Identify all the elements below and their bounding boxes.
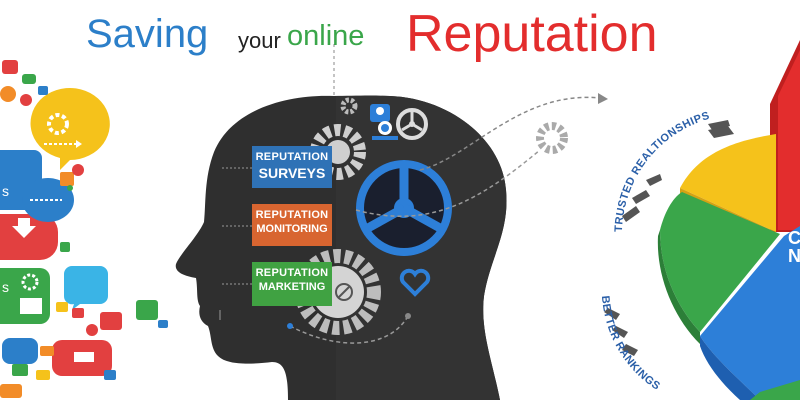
chat-bubble-icon [136, 300, 158, 320]
dashed-connector [289, 315, 409, 344]
tag-line2: SURVEYS [258, 165, 326, 181]
dashed-connector [419, 96, 601, 171]
chat-bubble-icon [30, 88, 110, 170]
steering-wheel-icon [356, 160, 452, 256]
page-title: Saving your online Reputation [0, 2, 800, 63]
gear-icon [536, 122, 568, 154]
gear-icon [340, 97, 358, 115]
chat-bubble-icon [36, 370, 50, 380]
chat-bubble-icon [38, 86, 48, 95]
svg-text:s: s [2, 183, 9, 199]
arrow-icon [12, 218, 36, 238]
arc-label-bottom: BETTER RANKINGS [599, 295, 662, 393]
heart-icon [399, 268, 431, 297]
chat-bubble-icon [104, 370, 116, 380]
chat-bubble-icon [56, 302, 68, 312]
chat-bubble-icon [0, 214, 58, 260]
tag-line1: REPUTATION [255, 151, 329, 163]
pie-chart [657, 40, 800, 400]
chat-bubble-icon [20, 94, 32, 106]
chat-bubble-icon [0, 384, 22, 398]
gear-icon [86, 324, 98, 336]
chat-bubble-icon [60, 172, 74, 186]
chat-bubble-icon [2, 338, 38, 364]
tag-line1: REPUTATION [255, 267, 329, 279]
title-word: Reputation [406, 5, 658, 63]
social-bubbles: s s [0, 60, 168, 398]
title-word: your [238, 28, 281, 53]
chat-bubble-icon [22, 74, 36, 84]
arc-arrow [604, 120, 734, 356]
title-word: online [287, 20, 365, 52]
dashed-connector [355, 149, 541, 217]
reputation-surveys-tag: REPUTATION SURVEYS [252, 146, 332, 188]
chat-bubble-icon [40, 346, 54, 356]
pie-label: N [788, 246, 800, 266]
gear-icon [47, 113, 69, 135]
chat-bubble-icon [0, 86, 16, 102]
chat-bubble-icon [100, 312, 122, 330]
chat-bubble-icon [12, 364, 28, 376]
chat-bubble-icon [60, 242, 70, 252]
chat-bubble-icon [2, 60, 18, 74]
chat-bubble-icon [158, 320, 168, 328]
tag-line2: MONITORING [256, 223, 328, 235]
user-search-icon [370, 104, 398, 140]
tag-line2: MARKETING [258, 281, 326, 293]
reputation-marketing-tag: REPUTATION MARKETING [252, 262, 332, 306]
chat-bubble-icon [72, 308, 84, 318]
svg-text:s: s [2, 279, 9, 295]
tag-line1: REPUTATION [255, 209, 329, 221]
chat-bubble-icon [63, 266, 108, 310]
reputation-monitoring-tag: REPUTATION MONITORING [252, 204, 332, 246]
pie-label: C [788, 228, 800, 248]
title-word: Saving [86, 12, 209, 56]
gear-icon [310, 124, 366, 180]
steering-wheel-icon [396, 108, 428, 140]
gear-icon [72, 164, 84, 176]
